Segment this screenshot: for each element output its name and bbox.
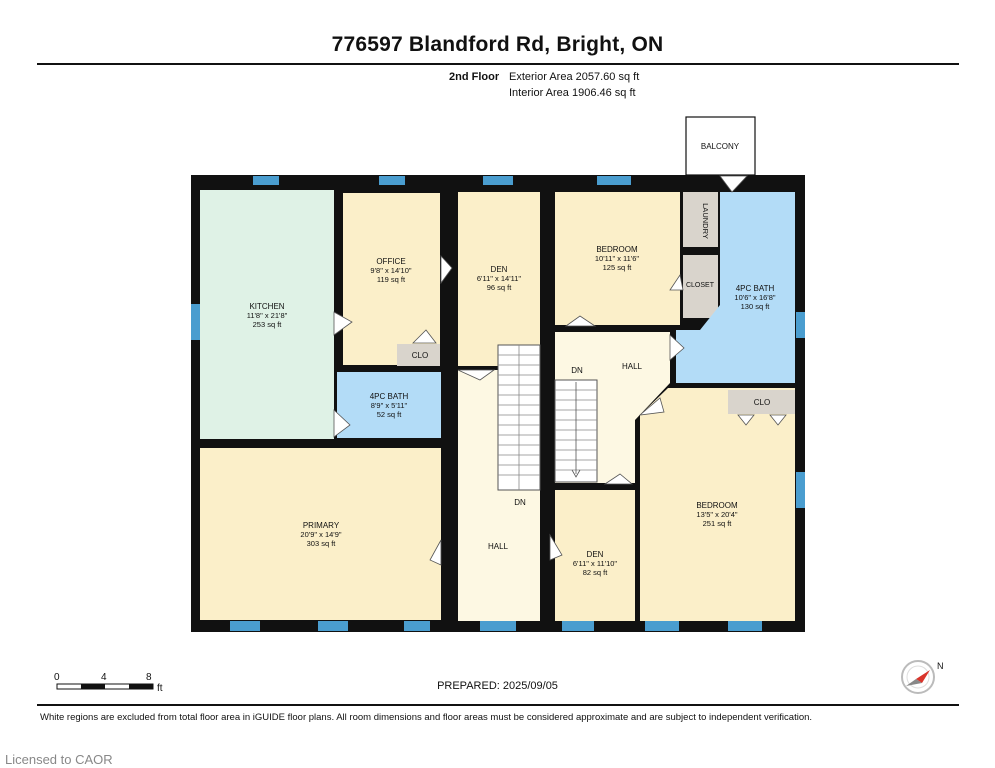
bath-right-name: 4PC BATH [736, 284, 775, 293]
footer-rule [37, 704, 959, 706]
floor-label: 2nd Floor [449, 71, 500, 83]
bath-small-dims: 8'9" x 5'11" [371, 401, 408, 410]
den-top-name: DEN [491, 265, 508, 274]
scale-bar: 0 4 8 ft [54, 672, 163, 694]
office-area: 119 sq ft [377, 275, 406, 284]
office-name: OFFICE [376, 257, 405, 266]
bedroom-top-area: 125 sq ft [603, 263, 633, 272]
room-kitchen [200, 190, 334, 439]
balcony-label: BALCONY [701, 142, 740, 151]
office-closet-label: CLO [412, 351, 428, 360]
primary-name: PRIMARY [303, 521, 340, 530]
bedroom-closet-label: CLO [754, 398, 770, 407]
exterior-area: Exterior Area 2057.60 sq ft [509, 71, 640, 83]
laundry-label: LAUNDRY [701, 203, 710, 239]
interior-area: Interior Area 1906.46 sq ft [509, 87, 636, 99]
closet-right [683, 255, 718, 318]
room-right-bath [676, 192, 795, 383]
scale-tick-8: 8 [146, 672, 152, 683]
bedroom-top-name: BEDROOM [596, 245, 638, 254]
kitchen-name: KITCHEN [249, 302, 284, 311]
closet-label: CLOSET [686, 282, 715, 289]
room-den-bottom [555, 490, 635, 621]
scale-tick-0: 0 [54, 672, 60, 683]
compass-north-label: N [937, 661, 944, 671]
page-title: 776597 Blandford Rd, Bright, ON [331, 33, 664, 56]
den-bottom-area: 82 sq ft [583, 568, 609, 577]
room-bedroom-top [555, 192, 680, 325]
left-staircase [497, 344, 541, 491]
bedroom-top-dims: 10'11" x 11'6" [595, 254, 640, 263]
compass-icon: N [901, 660, 944, 694]
primary-dims: 20'9" x 14'9" [300, 530, 341, 539]
bedroom-bottom-name: BEDROOM [696, 501, 738, 510]
bath-small-area: 52 sq ft [377, 410, 403, 419]
office-closet [397, 344, 440, 366]
bath-small-name: 4PC BATH [370, 392, 409, 401]
bath-right-dims: 10'6" x 16'8" [734, 293, 775, 302]
kitchen-dims: 11'8" x 21'8" [247, 311, 288, 320]
den-top-area: 96 sq ft [487, 283, 513, 292]
stairs-left-dn: DN [514, 498, 526, 507]
primary-area: 303 sq ft [307, 539, 337, 548]
stairs-right-dn: DN [571, 366, 583, 375]
door-swings [333, 175, 787, 566]
office-dims: 9'8" x 14'10" [370, 266, 411, 275]
den-top-dims: 6'11" x 14'11" [477, 274, 522, 283]
kitchen-area: 253 sq ft [253, 320, 283, 329]
room-small-bath [337, 372, 441, 438]
den-bottom-name: DEN [587, 550, 604, 559]
license-watermark: Licensed to CAOR [5, 752, 113, 767]
header-rule [37, 63, 959, 65]
hall-left-label: HALL [488, 542, 509, 551]
bedroom-bottom-area: 251 sq ft [703, 519, 733, 528]
bath-right-area: 130 sq ft [741, 302, 771, 311]
scale-tick-4: 4 [101, 672, 107, 683]
room-den-top [458, 192, 540, 366]
windows [191, 176, 805, 631]
disclaimer: White regions are excluded from total fl… [40, 712, 813, 723]
den-bottom-dims: 6'11" x 11'10" [573, 559, 618, 568]
room-bedroom-bottom [640, 388, 795, 621]
balcony [685, 116, 756, 176]
scale-unit: ft [157, 683, 163, 694]
room-primary [200, 448, 441, 620]
hall-right-label: HALL [622, 362, 643, 371]
prepared-date: PREPARED: 2025/09/05 [437, 680, 558, 692]
bedroom-closet [728, 390, 795, 414]
laundry-closet [683, 192, 718, 247]
bedroom-bottom-dims: 13'5" x 20'4" [696, 510, 737, 519]
right-staircase [554, 379, 598, 483]
